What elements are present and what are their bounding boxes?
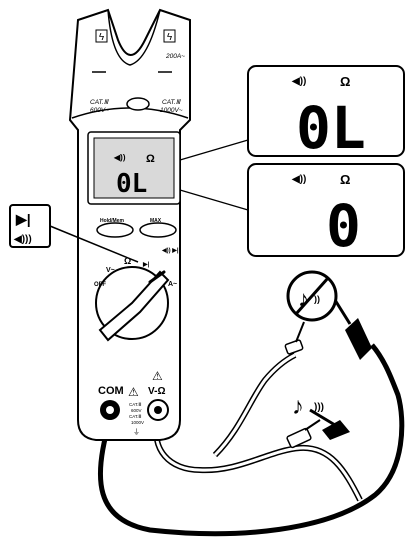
com-label: COM — [98, 385, 124, 397]
callout-bottom-readout: 0 — [326, 192, 361, 260]
badge-diode-symbol: ▶| — [15, 211, 31, 227]
warning-left: ⚠ — [128, 385, 139, 399]
callout-bottom-ohm: Ω — [340, 172, 350, 187]
terminal-rating-3: CAT.Ⅲ — [129, 414, 142, 419]
callout-top-beeper: ◀)) — [291, 76, 306, 87]
jaw-hazard-right: ϟ — [164, 30, 175, 43]
red-probe-lower — [286, 420, 320, 448]
dial-a-ac: A~ — [168, 281, 177, 288]
terminal-rating-1: CAT.Ⅲ — [129, 402, 142, 407]
lcd-ohm-symbol: Ω — [146, 153, 155, 165]
lcd-readout: 0L — [116, 169, 147, 199]
com-jack[interactable] — [100, 400, 120, 420]
svg-text:))): ))) — [314, 402, 324, 413]
jaw-hazard-left: ϟ — [96, 30, 107, 43]
warning-right: ⚠ — [152, 369, 163, 383]
callout-open-circuit: ◀)) Ω 0L — [180, 66, 404, 162]
svg-text:)): )) — [314, 294, 320, 304]
lcd-beeper-symbol: ◀)) — [113, 153, 126, 162]
jaw-current-rating: 200A~ — [165, 53, 185, 60]
max-button-label: MAX — [150, 218, 162, 224]
rating-right-line1: CAT.Ⅲ — [162, 99, 182, 106]
hazard-right-symbol: ϟ — [167, 32, 173, 43]
dial-v-ac: V~ — [106, 267, 115, 274]
badge-beeper-symbol: ◀))) — [13, 234, 32, 245]
black-probe — [310, 300, 372, 440]
hazard-left-symbol: ϟ — [99, 32, 105, 43]
callout-closed-circuit: ◀)) Ω 0 — [180, 164, 404, 260]
rating-left-line2: 600V~ — [90, 107, 109, 114]
ground-symbol: ⏚ — [133, 428, 140, 436]
rating-left-line1: CAT.Ⅲ — [90, 99, 110, 106]
terminal-rating-2: 600V — [131, 408, 142, 413]
dial-diode: ▶| — [142, 261, 150, 268]
hold-button-label: Hold/Mem — [100, 218, 124, 224]
rotary-dial[interactable] — [96, 267, 168, 340]
callout-bottom-beeper: ◀)) — [291, 174, 306, 185]
v-ohm-jack[interactable] — [148, 400, 168, 420]
callout-top-ohm: Ω — [340, 74, 350, 89]
svg-text:♪: ♪ — [292, 393, 304, 420]
v-ohm-label: V-Ω — [148, 386, 165, 397]
rating-right-line2: 1000V~ — [160, 107, 183, 114]
callout-top-readout: 0L — [296, 94, 366, 162]
terminal-rating-4: 1000V — [131, 420, 144, 425]
red-probe-upper — [285, 322, 304, 354]
red-test-lead — [156, 322, 360, 500]
dial-off: OFF — [94, 282, 106, 288]
meter-lcd: ◀)) Ω 0L — [88, 132, 180, 204]
button-beeper-note: ◀)) ▶| — [161, 247, 179, 254]
no-sound-icon: ♪ )) — [288, 272, 336, 320]
